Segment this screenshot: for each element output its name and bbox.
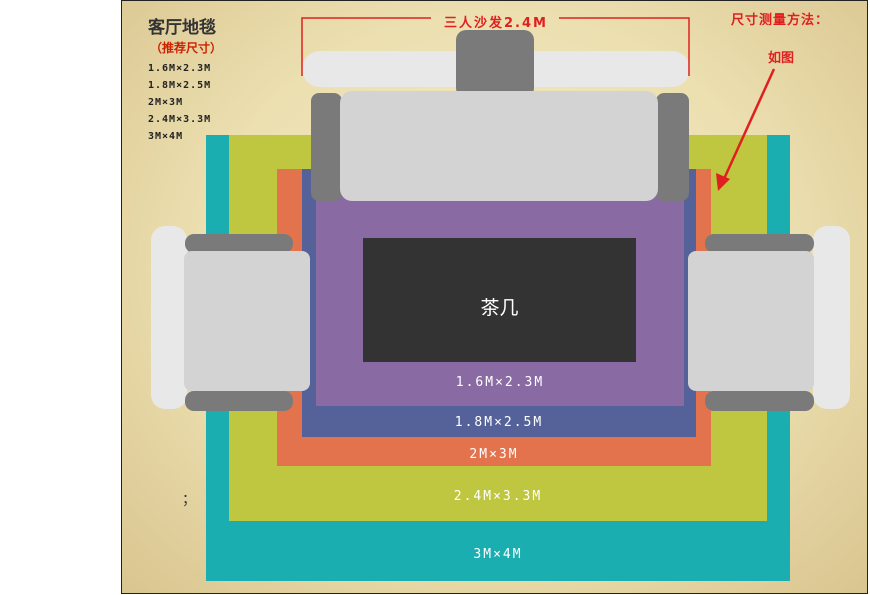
sofa-left-arm xyxy=(311,93,342,201)
dimension-bracket xyxy=(301,17,690,76)
rug-3x4-label: 3M×4M xyxy=(473,547,523,562)
rug-2x3-label: 2M×3M xyxy=(469,447,519,462)
left-chair-arm-bottom xyxy=(185,391,293,411)
size-item: 1.8M×2.5M xyxy=(148,80,212,91)
right-chair-seat xyxy=(688,251,814,391)
page-subtitle: （推荐尺寸） xyxy=(150,41,223,55)
sofa-length-label: 三人沙发2.4M xyxy=(444,16,548,31)
right-chair-back xyxy=(813,226,850,409)
left-chair-seat xyxy=(184,251,310,391)
coffee-table-label: 茶几 xyxy=(480,297,519,319)
size-item: 1.6M×2.3M xyxy=(148,63,212,74)
left-chair-arm-top xyxy=(185,234,293,253)
left-chair-back xyxy=(151,226,187,409)
right-chair-arm-bottom xyxy=(705,391,814,411)
rug-1.8x2.5-label: 1.8M×2.5M xyxy=(454,415,544,430)
stray-mark: ； xyxy=(182,492,196,508)
page-title: 客厅地毯 xyxy=(148,18,216,38)
sofa-seat xyxy=(340,91,658,201)
size-item: 2.4M×3.3M xyxy=(148,114,212,125)
arrow-icon xyxy=(716,68,776,191)
sofa-length-dimension: 三人沙发2.4M xyxy=(301,8,691,78)
sofa-right-arm xyxy=(656,93,689,201)
coffee-table: 茶几 xyxy=(363,238,636,362)
rug-1.6x2.3-label: 1.6M×2.3M xyxy=(455,375,545,390)
rug-2.4x3.3-label: 2.4M×3.3M xyxy=(453,489,543,504)
size-item: 3M×4M xyxy=(148,131,184,142)
size-item: 2M×3M xyxy=(148,97,184,108)
right-chair-arm-top xyxy=(705,234,814,253)
measure-method-note: 如图 xyxy=(768,51,795,66)
measure-method-title: 尺寸测量方法： xyxy=(731,13,830,28)
diagram-canvas: 3M×4M 2.4M×3.3M 2M×3M 1.8M×2.5M 1.6M×2.3… xyxy=(121,0,868,594)
sofa-headrest xyxy=(456,30,534,98)
